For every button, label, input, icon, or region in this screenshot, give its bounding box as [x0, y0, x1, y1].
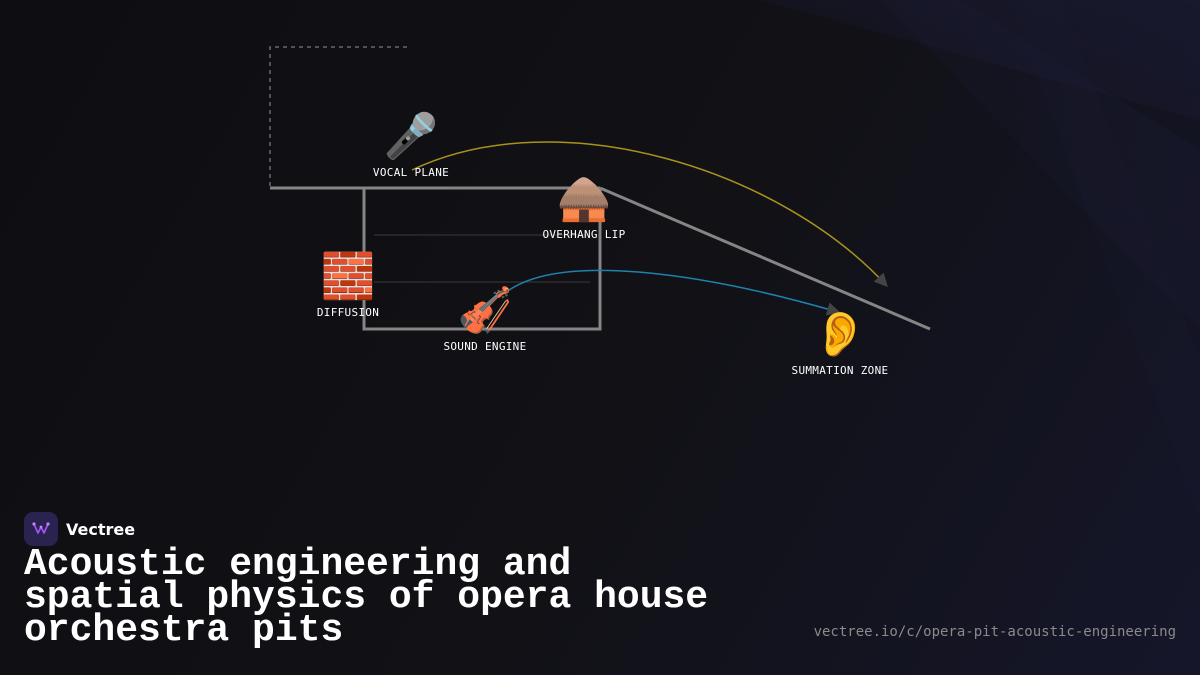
summation-zone-node: 👂 SUMMATION ZONE: [791, 309, 889, 378]
violin-icon: 🎻: [457, 285, 513, 336]
vocal-plane-node: 🎤 VOCAL PLANE: [372, 111, 450, 180]
sound-engine-node: 🎻 SOUND ENGINE: [443, 285, 527, 354]
vocal-plane-label: VOCAL PLANE: [372, 166, 450, 179]
page-title: Acoustic engineering and spatial physics…: [24, 543, 709, 652]
diffusion-label: DIFFUSION: [316, 306, 380, 319]
auditorium-rake-line: [599, 186, 931, 331]
ear-icon: 👂: [812, 309, 868, 360]
microphone-icon: 🎤: [383, 111, 439, 162]
brand: Vectree: [24, 512, 135, 546]
diffusion-node: 🧱 DIFFUSION: [316, 251, 380, 320]
orchestra-pit-outline: [362, 188, 602, 331]
vectree-logo-icon: [24, 512, 58, 546]
vocal-sound-path: [411, 141, 888, 287]
brick-wall-icon: 🧱: [320, 251, 376, 302]
hut-icon: 🛖: [556, 173, 612, 224]
orchestra-sound-path: [504, 269, 841, 316]
source-url: vectree.io/c/opera-pit-acoustic-engineer…: [813, 624, 1176, 640]
brand-name: Vectree: [66, 519, 136, 539]
sound-engine-label: SOUND ENGINE: [443, 340, 527, 353]
stage-outline-dashed: [269, 46, 407, 188]
overhang-lip-label: OVERHANG LIP: [542, 228, 626, 241]
overhang-lip-node: 🛖 OVERHANG LIP: [542, 173, 626, 242]
summation-zone-label: SUMMATION ZONE: [791, 364, 889, 377]
